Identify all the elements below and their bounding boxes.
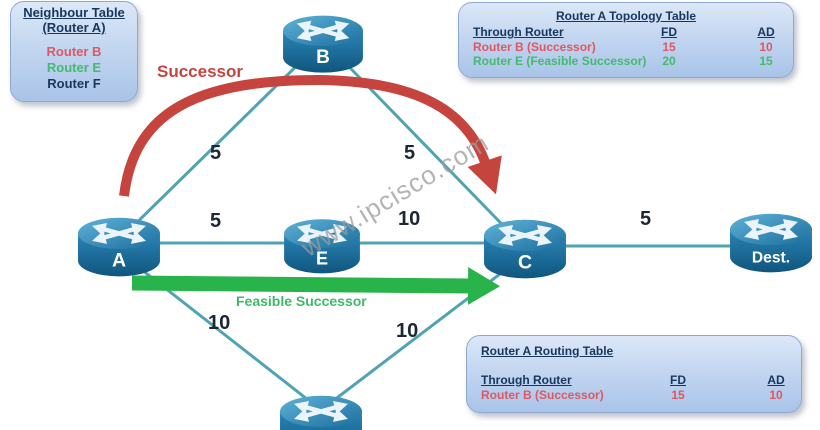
neighbour-row-router-f: Router F xyxy=(47,76,101,91)
routing-header-row: Through Router FD AD xyxy=(467,372,801,388)
router-dest-icon: Dest. xyxy=(730,213,812,273)
router-f-icon: F xyxy=(280,395,362,430)
routing-row-fd: 15 xyxy=(671,388,685,402)
topology-header-through: Through Router xyxy=(473,25,564,39)
router-dest-label: Dest. xyxy=(752,250,790,267)
link-cost-a-e: 5 xyxy=(210,210,222,232)
routing-header-fd: FD xyxy=(670,373,686,387)
crossed-arrows-icon xyxy=(296,20,350,41)
neighbour-row-router-b: Router B xyxy=(46,44,102,59)
routing-table-panel: Router A Routing Table Through Router FD… xyxy=(466,335,802,413)
successor-label: Successor xyxy=(157,62,243,81)
router-e-label: E xyxy=(316,248,328,268)
router-c-icon: C xyxy=(484,219,566,279)
crossed-arrows-icon xyxy=(744,219,798,240)
link-a-b xyxy=(117,38,325,242)
link-cost-b-c: 5 xyxy=(404,142,416,164)
routing-header-ad: AD xyxy=(767,373,785,387)
routing-row-successor: Router B (Successor) 15 10 xyxy=(467,388,801,402)
router-b-label: B xyxy=(316,47,330,68)
topology-row-ad: 10 xyxy=(759,40,773,54)
topology-header-row: Through Router FD AD xyxy=(459,24,793,40)
topology-row-successor: Router B (Successor) 15 10 xyxy=(459,40,793,54)
topology-row-feasible-successor: Router E (Feasible Successor) 20 15 xyxy=(459,54,793,68)
topology-table-panel: Router A Topology Table Through Router F… xyxy=(458,2,794,78)
neighbour-table-title-line2: (Router A) xyxy=(42,20,106,35)
topology-row-through: Router E (Feasible Successor) xyxy=(473,54,647,68)
crossed-arrows-icon xyxy=(297,224,347,244)
router-c-label: C xyxy=(518,252,532,274)
routing-row-ad: 10 xyxy=(769,388,783,402)
routing-header-through: Through Router xyxy=(481,373,572,387)
crossed-arrows-icon xyxy=(92,223,146,244)
link-cost-a-f: 10 xyxy=(208,312,231,334)
successor-arrow xyxy=(119,74,502,197)
feasible-successor-arrow xyxy=(131,266,500,305)
link-cost-a-b: 5 xyxy=(210,142,222,164)
link-cost-f-c: 10 xyxy=(396,320,419,342)
topology-header-ad: AD xyxy=(757,25,775,39)
neighbour-row-router-e: Router E xyxy=(46,60,102,75)
routing-table-title: Router A Routing Table xyxy=(481,344,614,358)
neighbour-table-title-line1: Neighbour Table xyxy=(23,5,125,20)
topology-row-fd: 15 xyxy=(662,40,676,54)
link-b-c xyxy=(321,38,527,250)
router-e-icon: E xyxy=(284,219,360,274)
topology-header-fd: FD xyxy=(661,25,677,39)
neighbour-table-panel: Neighbour Table (Router A) Router B Rout… xyxy=(10,1,138,102)
crossed-arrows-icon xyxy=(294,401,348,422)
topology-row-ad: 15 xyxy=(759,54,773,68)
router-b-icon: B xyxy=(283,15,363,73)
router-a-icon: A xyxy=(78,217,160,277)
topology-row-fd: 20 xyxy=(662,54,676,68)
router-a-label: A xyxy=(112,250,126,272)
link-cost-e-c: 10 xyxy=(398,208,421,230)
crossed-arrows-icon xyxy=(498,225,552,246)
feasible-successor-label: Feasible Successor xyxy=(236,293,367,309)
routing-row-through: Router B (Successor) xyxy=(481,388,604,402)
topology-table-title: Router A Topology Table xyxy=(556,9,696,23)
router-f-label: F xyxy=(315,428,327,430)
link-cost-c-dest: 5 xyxy=(640,208,652,230)
topology-row-through: Router B (Successor) xyxy=(473,40,596,54)
